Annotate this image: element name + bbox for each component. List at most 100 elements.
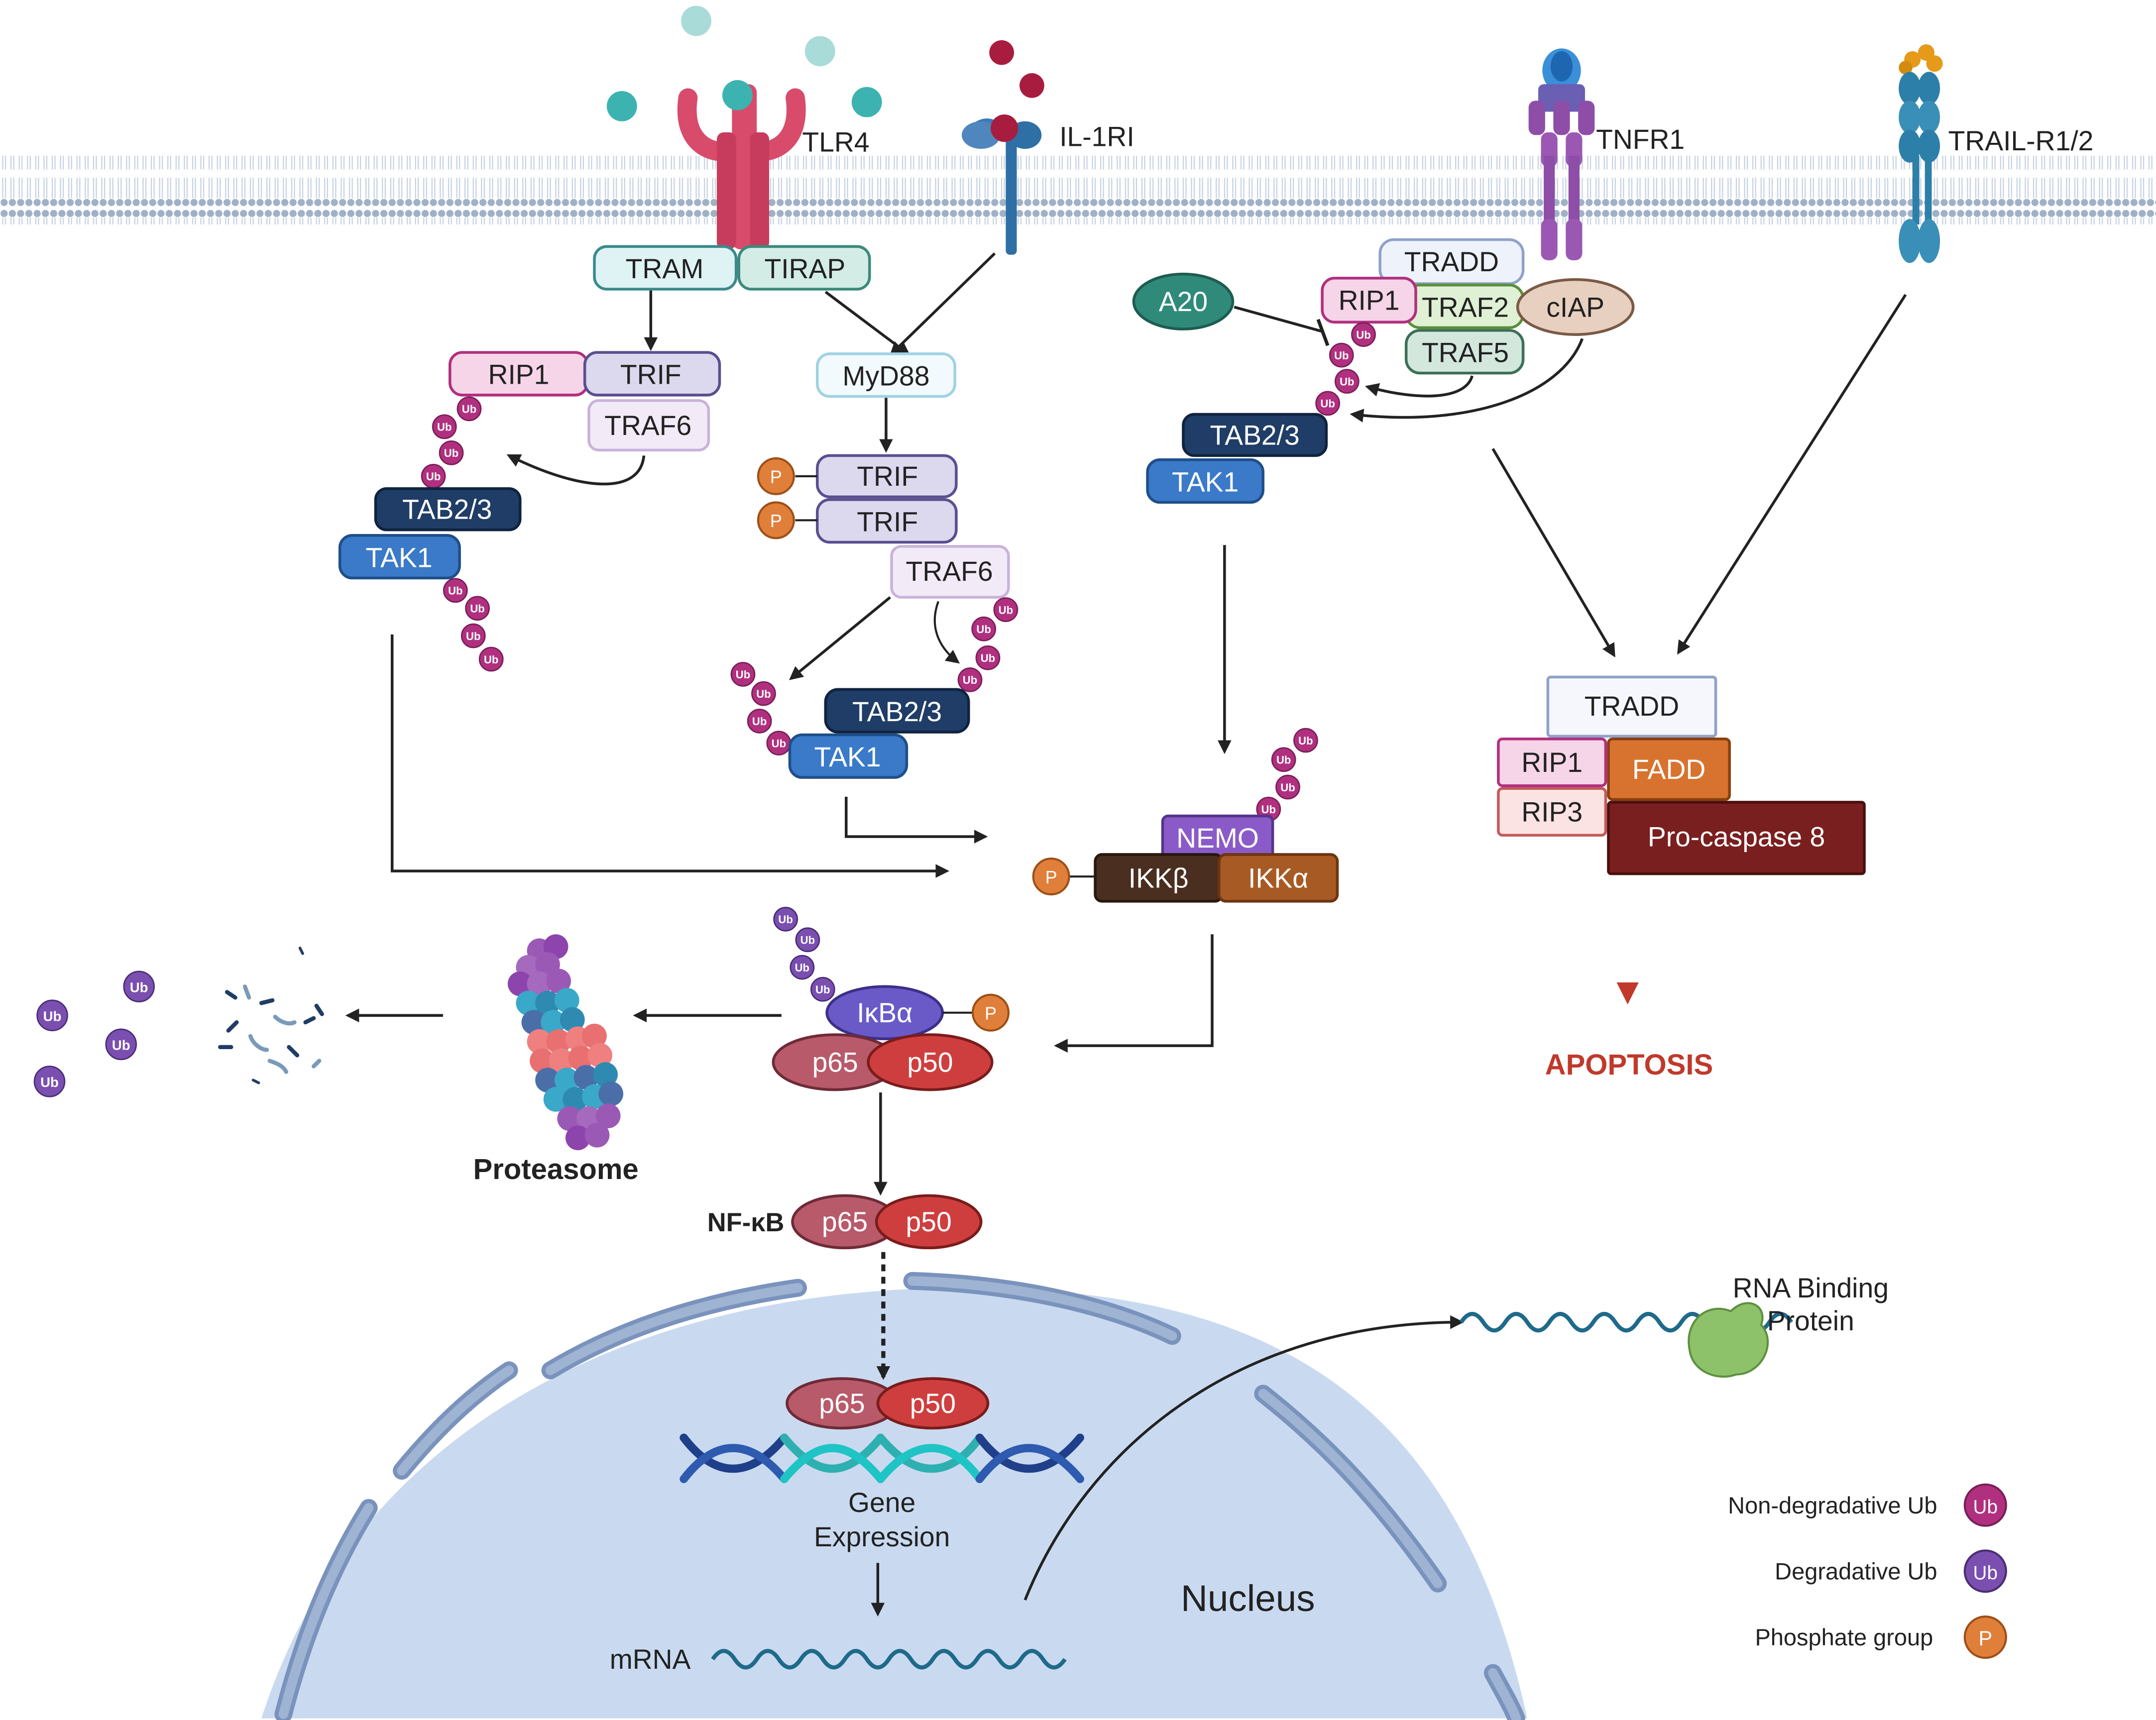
svg-text:Ub: Ub (1973, 1497, 1998, 1518)
p65-oval-complex: p65 (772, 1033, 899, 1091)
svg-text:Ub: Ub (1280, 781, 1295, 794)
legend-degradative-ub-icon (1963, 1549, 2007, 1593)
svg-text:TRAF2: TRAF2 (1422, 292, 1509, 322)
dna-helix (680, 1433, 1084, 1484)
a20-oval: A20 (1132, 272, 1235, 330)
svg-text:TIRAP: TIRAP (764, 253, 845, 284)
tradd-box-tnf: TRADD (1378, 238, 1525, 285)
legend-non-degradative-label: Non-degradative Ub (1728, 1492, 1937, 1518)
degraded-fragments (218, 947, 324, 1084)
svg-text:RIP1: RIP1 (1339, 285, 1400, 316)
legend-phosphate-icon (1963, 1615, 2007, 1659)
legend-non-degradative-ub-icon (1963, 1483, 2007, 1527)
il1-ligands (989, 40, 1044, 98)
arrow-tirap-to-myd88 (824, 291, 910, 356)
arrow-traf6-to-tab-ub (789, 596, 891, 680)
p50-oval-nuclear: p50 (876, 1377, 990, 1430)
phosphate-trif-2: P (757, 501, 817, 539)
svg-text:IKKβ: IKKβ (1129, 862, 1189, 893)
tlr4-receptor (677, 80, 806, 249)
svg-text:Ub: Ub (43, 1008, 62, 1024)
tradd-box-apoptosis: TRADD (1546, 675, 1717, 738)
svg-text:NEMO: NEMO (1176, 823, 1259, 854)
svg-text:TAK1: TAK1 (814, 742, 881, 772)
svg-text:Ub: Ub (426, 470, 441, 483)
arrow-traf6-self-ub (933, 601, 960, 664)
svg-text:Ub: Ub (976, 623, 991, 636)
svg-text:TAK1: TAK1 (1172, 466, 1239, 497)
traf6-box-left: TRAF6 (587, 399, 710, 452)
arrow-tak1-left-to-ikk (390, 634, 950, 878)
rna-binding-protein-label-line2: Protein (1767, 1305, 1854, 1336)
svg-text:Ub: Ub (112, 1037, 130, 1053)
svg-text:P: P (1045, 867, 1057, 887)
rna-binding-protein-label-line1: RNA Binding (1733, 1273, 1889, 1303)
tlr4-label: TLR4 (802, 127, 869, 158)
svg-text:Ub: Ub (963, 674, 977, 686)
svg-text:Ub: Ub (795, 962, 809, 974)
svg-text:Ub: Ub (437, 421, 452, 433)
phosphate-ikkb: P (1032, 858, 1096, 896)
svg-text:Ub: Ub (736, 668, 750, 681)
svg-text:cIAP: cIAP (1546, 292, 1604, 322)
tak1-box-right: TAK1 (1146, 458, 1265, 504)
gene-expression-line2: Expression (814, 1521, 950, 1552)
svg-text:p65: p65 (819, 1388, 865, 1419)
trail-receptor (1899, 44, 1943, 263)
svg-text:RIP3: RIP3 (1521, 797, 1583, 828)
a20-inhibition (1234, 306, 1330, 346)
p50-oval-free: p50 (875, 1194, 983, 1250)
svg-text:P: P (1978, 1626, 1992, 1650)
svg-text:Ub: Ub (448, 585, 462, 597)
phosphate-ikba: P (942, 993, 1010, 1032)
svg-text:Ub: Ub (1340, 375, 1354, 388)
svg-text:p65: p65 (812, 1047, 858, 1078)
trif-box-2: TRIF (815, 498, 958, 544)
tak1-box-left: TAK1 (338, 534, 461, 580)
svg-text:Ub: Ub (470, 603, 484, 615)
svg-text:TRAF6: TRAF6 (906, 556, 993, 587)
tnfr1-receptor (1528, 48, 1595, 260)
svg-text:Ub: Ub (1261, 803, 1276, 816)
tab23-box-left: TAB2/3 (374, 487, 522, 532)
arrow-traf6-to-rip1-ub (506, 454, 646, 486)
svg-text:P: P (770, 467, 782, 487)
svg-text:RIP1: RIP1 (1521, 747, 1583, 778)
svg-text:TAB2/3: TAB2/3 (852, 696, 942, 727)
gene-expression-line1: Gene (848, 1487, 915, 1518)
svg-text:Ub: Ub (1298, 735, 1313, 747)
svg-text:Ub: Ub (1973, 1563, 1998, 1584)
nucleus-body (261, 1288, 1527, 1719)
rip1-box-tnf: RIP1 (1321, 277, 1417, 324)
tab23-box-right: TAB2/3 (1182, 413, 1328, 457)
tnfr1-label: TNFR1 (1596, 124, 1685, 155)
arrow-tnfr1-to-apoptosis-complex (1491, 448, 1615, 657)
nucleus-label: Nucleus (1181, 1577, 1315, 1619)
trif-box-1: TRIF (815, 454, 958, 499)
svg-text:IKKα: IKKα (1248, 862, 1308, 893)
legend-phosphate-label: Phosphate group (1755, 1624, 1933, 1650)
svg-text:Ub: Ub (444, 447, 458, 459)
svg-text:Ub: Ub (1320, 398, 1335, 410)
tak1-left-ub-chain: Ub Ub Ub Ub (443, 578, 504, 672)
legend-degradative-label: Degradative Ub (1775, 1558, 1937, 1585)
arrow-il1ri-to-myd88 (890, 252, 996, 356)
svg-text:TRAF5: TRAF5 (1422, 337, 1509, 368)
rip1-box-left: RIP1 (449, 351, 589, 397)
tram-box: TRAM (593, 245, 738, 291)
svg-text:Ub: Ub (1276, 754, 1291, 766)
legend: Non-degradative Ub Ub Degradative Ub Ub … (1728, 1483, 2007, 1659)
svg-text:p50: p50 (910, 1388, 956, 1419)
svg-text:TAB2/3: TAB2/3 (1210, 420, 1300, 450)
svg-text:TRIF: TRIF (857, 506, 918, 537)
rna-binding-protein-shape (1688, 1302, 1769, 1378)
svg-text:P: P (770, 511, 782, 531)
svg-text:FADD: FADD (1632, 754, 1705, 785)
svg-text:TRADD: TRADD (1404, 246, 1499, 277)
tirap-box: TIRAP (737, 245, 871, 291)
nuclear-envelope-inner (278, 1276, 1521, 1720)
mrna-label: mRNA (610, 1644, 691, 1675)
proteasome-graphic (507, 934, 624, 1151)
svg-text:p50: p50 (907, 1047, 953, 1078)
trail-label: TRAIL-R1/2 (1948, 125, 2094, 156)
